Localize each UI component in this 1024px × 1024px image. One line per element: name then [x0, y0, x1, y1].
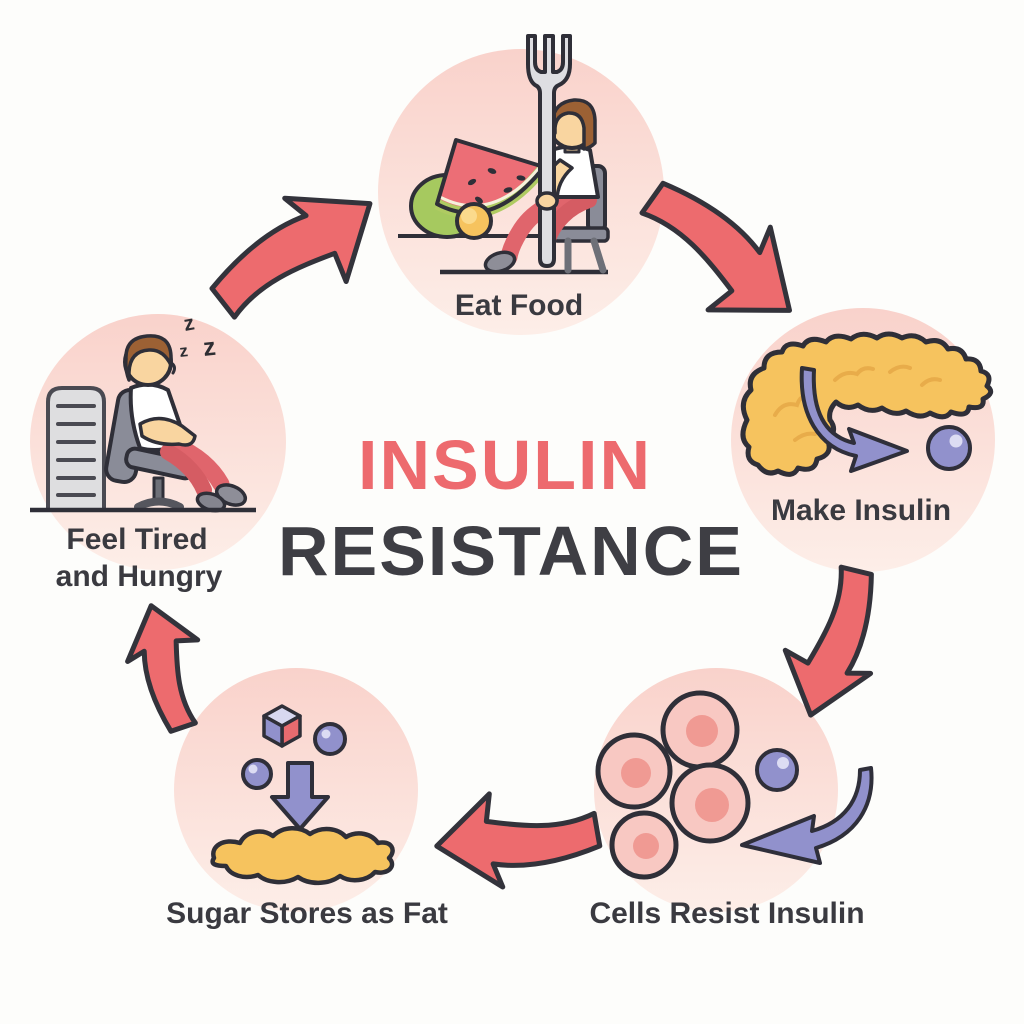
fat-blob-icon — [210, 826, 395, 886]
title-line1: INSULIN — [358, 426, 652, 504]
glucose-ball-icon — [241, 758, 273, 790]
cell — [669, 762, 751, 844]
step-eat-food: Eat Food — [378, 34, 664, 335]
hair — [124, 334, 173, 382]
step-sugar-stores-as-fat: Sugar Stores as Fat — [166, 668, 448, 930]
cells-icon — [595, 690, 751, 880]
step-label-sugar-stores-as-fat: Sugar Stores as Fat — [166, 897, 448, 930]
step-feel-tired-and-hungry: z z z Feel Tired and Hungry — [30, 311, 286, 593]
sugar-cube-icon — [262, 704, 302, 748]
sleep-z: z — [178, 341, 188, 361]
insulin-release-arrow-icon — [799, 366, 909, 473]
step-label-feel-tired-line2: and Hungry — [56, 560, 223, 593]
step-make-insulin: Make Insulin — [731, 308, 995, 572]
crossed-arms — [138, 416, 197, 447]
sleep-zzz-icon: z z z — [178, 311, 217, 362]
diagram-title: INSULIN RESISTANCE — [278, 426, 744, 590]
insulin-ball-highlight — [949, 434, 963, 448]
glucose-ball-icon — [313, 722, 347, 756]
cell — [609, 810, 679, 880]
step-label-cells-resist-insulin: Cells Resist Insulin — [589, 897, 864, 930]
leg — [500, 189, 590, 266]
radiator-icon — [46, 386, 106, 512]
person-sleeping — [123, 334, 248, 513]
orange-highlight — [461, 208, 477, 224]
hand — [535, 191, 559, 211]
cell — [660, 690, 740, 770]
leg — [160, 444, 212, 498]
step-label-make-insulin: Make Insulin — [771, 494, 951, 527]
shoe — [483, 250, 517, 274]
insulin-ball-highlight — [777, 757, 789, 769]
watermelon-seeds — [467, 168, 526, 204]
radiator-slats — [56, 404, 96, 497]
insulin-ball-icon — [755, 748, 799, 792]
sleep-z: z — [182, 311, 196, 335]
leg — [167, 437, 230, 493]
sleep-z: z — [202, 333, 217, 362]
title-line2: RESISTANCE — [278, 512, 744, 590]
fork-icon — [526, 34, 572, 268]
insulin-bounce-arrow-icon — [740, 766, 874, 865]
step-cells-resist-insulin: Cells Resist Insulin — [589, 668, 874, 930]
step-label-feel-tired-line1: Feel Tired — [66, 523, 207, 556]
step-label-eat-food: Eat Food — [455, 289, 583, 322]
cell — [595, 732, 673, 810]
insulin-ball-icon — [926, 425, 972, 471]
down-arrow-icon — [270, 761, 330, 831]
